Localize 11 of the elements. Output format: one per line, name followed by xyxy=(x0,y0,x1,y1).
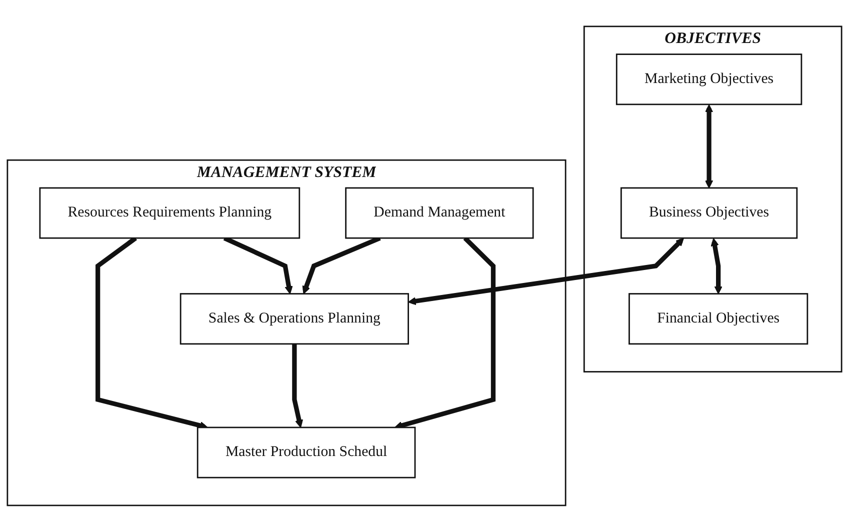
node-box: Financial Objectives xyxy=(628,293,808,345)
arrow xyxy=(292,344,304,428)
arrow xyxy=(704,104,714,188)
node-box: Sales & Operations Planning xyxy=(180,293,409,345)
node-box: Resources Requirements Planning xyxy=(39,187,300,239)
node-box: Business Objectives xyxy=(620,187,798,239)
node-box: Demand Management xyxy=(345,187,534,239)
arrow xyxy=(710,238,722,294)
node-box: Master Production Schedul xyxy=(196,426,416,478)
arrow xyxy=(408,238,684,306)
node-box: Marketing Objectives xyxy=(616,54,802,106)
